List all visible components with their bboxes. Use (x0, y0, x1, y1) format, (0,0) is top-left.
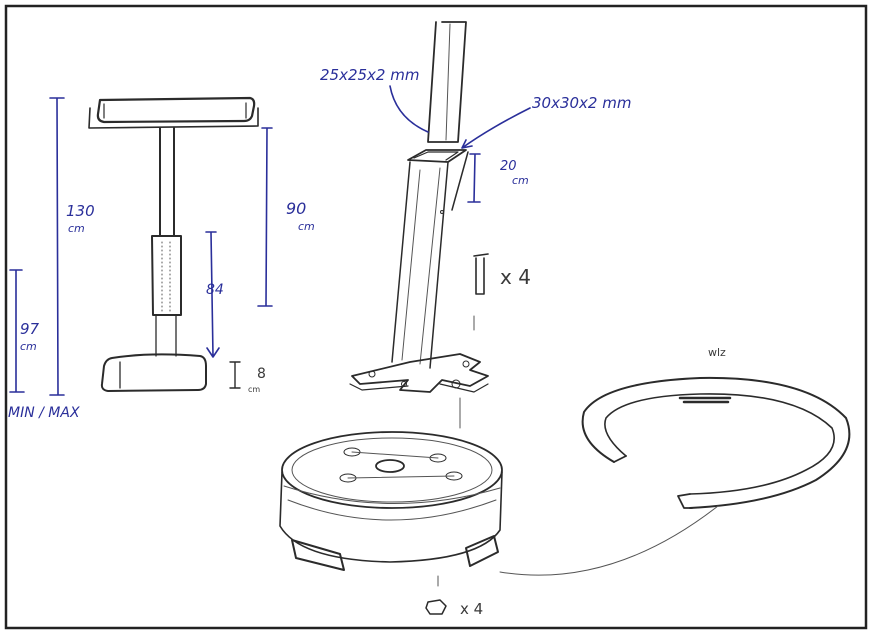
post-dimension-marks (389, 85, 531, 203)
outer-tube-label: 30x30x2 mm (532, 94, 631, 112)
base-height-value: 8 (257, 366, 266, 382)
total-height-unit: cm (68, 222, 85, 235)
tube-length-unit: cm (298, 220, 315, 233)
tube-length-value: 90 (286, 199, 306, 218)
sleeve-length-unit: cm (512, 174, 529, 187)
travel-value: 84 (206, 282, 224, 298)
nut-count-label: x 4 (460, 600, 483, 618)
exploded-post-drawing (349, 21, 489, 429)
lower-height-value: 97 (20, 320, 40, 338)
dimension-lines (9, 97, 273, 396)
assembled-stand-drawing (88, 96, 259, 392)
paper-frame (4, 4, 868, 630)
total-height-value: 130 (66, 202, 95, 220)
rim-note-label: wlz (708, 346, 726, 359)
round-base-drawing (279, 431, 503, 615)
sleeve-length-value: 20 (500, 159, 517, 174)
lower-height-unit: cm (20, 340, 37, 353)
inner-tube-label: 25x25x2 mm (320, 66, 419, 84)
base-height-unit: cm (248, 385, 260, 394)
ring-rim-drawing (499, 376, 851, 576)
bolt-count-label: x 4 (500, 265, 531, 289)
min-max-label: MIN / MAX (8, 405, 80, 421)
